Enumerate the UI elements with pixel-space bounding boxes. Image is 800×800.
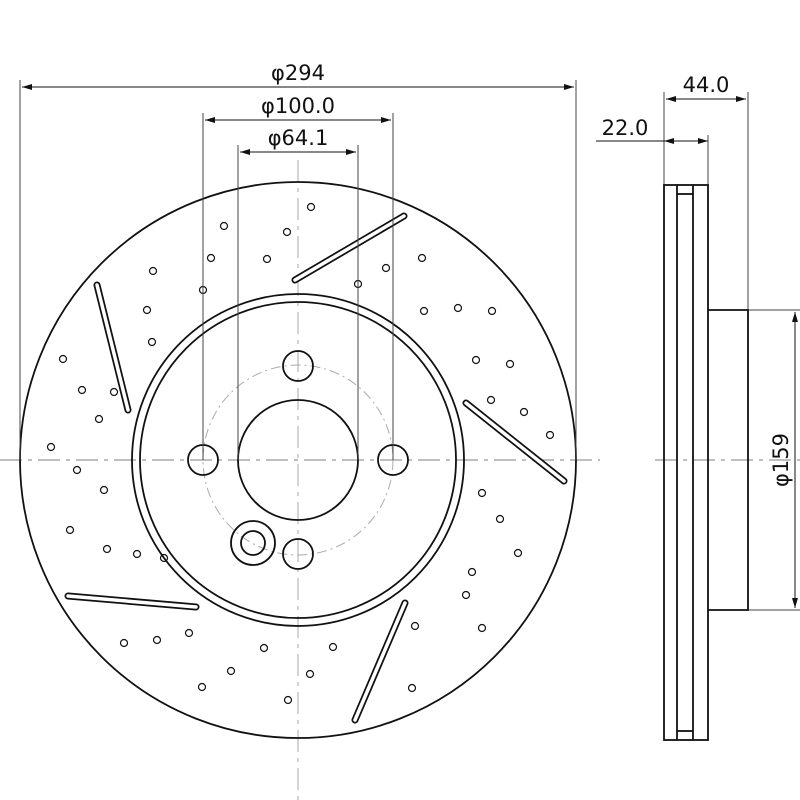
drill-hole [58,354,68,364]
drill-hole [99,485,109,495]
disc-side-view [663,184,749,741]
slot-inner [464,401,566,483]
drill-hole [219,221,229,231]
drill-hole [262,254,272,264]
drill-hole [283,695,293,705]
drill-hole [453,303,463,313]
drill-hole [119,638,129,648]
slot-inner [353,601,407,722]
hat-diameter-label: φ159 [769,433,793,487]
total-height-label: 44.0 [683,73,730,97]
center-bore-label: φ64.1 [268,126,329,150]
slots [64,212,568,724]
drill-hole [477,623,487,633]
slot-inner [293,214,406,282]
drill-hole [259,643,269,653]
drill-hole [471,355,481,365]
drill-hole [197,682,207,692]
drill-hole [495,514,505,524]
drill-hole [407,683,417,693]
drill-hole [148,266,158,276]
drill-hole [519,407,529,417]
drill-hole [419,306,429,316]
drill-hole [72,465,82,475]
drill-hole [513,548,523,558]
drill-hole [147,337,157,347]
drill-hole [410,621,420,631]
drill-hole [282,227,292,237]
dimension-lines [19,80,800,611]
drill-hole [142,305,152,315]
drill-hole [461,590,471,600]
center-lines [0,160,800,800]
drill-hole [467,567,477,577]
disc-thickness-label: 22.0 [602,116,649,140]
drill-hole [226,666,236,676]
drill-hole [206,253,216,263]
drill-hole [159,553,169,563]
drill-hole [109,387,119,397]
drill-hole [94,414,104,424]
drill-hole [132,549,142,559]
drill-hole [417,253,427,263]
drill-hole [152,635,162,645]
bolt-circle-label: φ100.0 [261,94,335,118]
locator-hole-inner [240,530,266,556]
drill-hole [102,544,112,554]
drill-hole [486,395,496,405]
drill-hole [477,488,487,498]
hat-outer-ring [131,293,465,627]
drill-hole [46,442,56,452]
drill-hole [306,202,316,212]
drill-hole [545,430,555,440]
slot-inner [95,283,130,412]
drill-holes [46,202,555,705]
drill-hole [487,306,497,316]
drill-hole [305,669,315,679]
outer-diameter-label: φ294 [271,61,325,85]
locator-hole-outer [230,520,276,566]
drill-hole [381,263,391,273]
hat-inner-ring [139,301,457,619]
drill-hole [184,628,194,638]
drill-hole [328,642,338,652]
drill-hole [505,359,515,369]
drill-hole [77,385,87,395]
bolt-hole [282,538,314,570]
slot-inner [66,594,198,609]
drill-hole [65,525,75,535]
bolt-hole [282,350,314,382]
